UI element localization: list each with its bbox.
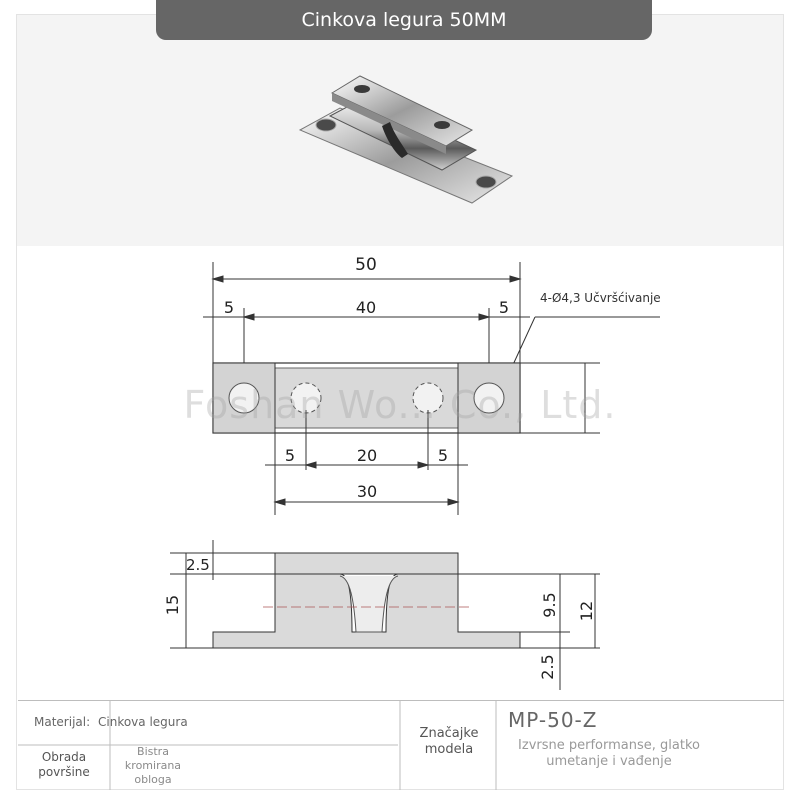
side-top-plate: [274, 552, 459, 575]
dim-30: 30: [357, 482, 377, 501]
spec-table: Materijal: Cinkova legura Obrada površin…: [18, 700, 784, 790]
dim-inner-5-right: 5: [438, 446, 448, 465]
dim-15: 15: [163, 595, 182, 615]
dim-12: 12: [577, 601, 596, 621]
page-title: Cinkova legura 50MM: [301, 9, 507, 31]
dim-50: 50: [355, 255, 377, 275]
drawing-top-view: 50 5 40 5 4-Ø4,3 Učvršćivanje 5 20 5 30: [203, 255, 661, 515]
features-label: Značajke modela: [419, 726, 479, 758]
watermark: Foshan Wo... Co., Ltd.: [183, 383, 617, 427]
finish-label: Obrada površine: [38, 750, 90, 779]
finish-value: Bistra kromirana obloga: [124, 745, 182, 786]
dim-2.5-bottom: 2.5: [538, 654, 557, 679]
base-plate: [298, 107, 514, 204]
material-label: Materijal:: [34, 715, 91, 729]
top-plate: [330, 75, 474, 147]
dim-2.5-top: 2.5: [186, 556, 210, 574]
material-value: Cinkova legura: [98, 715, 188, 729]
model-code: MP-50-Z: [508, 708, 598, 732]
mount-hole: [473, 382, 505, 414]
hole-callout: 4-Ø4,3 Učvršćivanje: [540, 291, 661, 305]
drawing-side-view: 2.5 15 9.5 12 2.5: [163, 540, 600, 690]
product-photo: [298, 75, 514, 204]
dim-40: 40: [356, 298, 376, 317]
dim-5-right: 5: [499, 298, 509, 317]
dim-20: 20: [357, 446, 377, 465]
spec-table-lines: [18, 700, 784, 790]
dim-inner-5-left: 5: [285, 446, 295, 465]
page-title-banner: Cinkova legura 50MM: [156, 0, 652, 40]
hole: [475, 175, 497, 189]
dim-5-left: 5: [224, 298, 234, 317]
features-value: Izvrsne performanse, glatko umetanje i v…: [518, 738, 700, 770]
mount-hole: [228, 382, 260, 414]
hole: [354, 85, 370, 93]
dim-9.5: 9.5: [540, 592, 559, 617]
hole: [315, 118, 337, 132]
hole: [434, 121, 450, 129]
